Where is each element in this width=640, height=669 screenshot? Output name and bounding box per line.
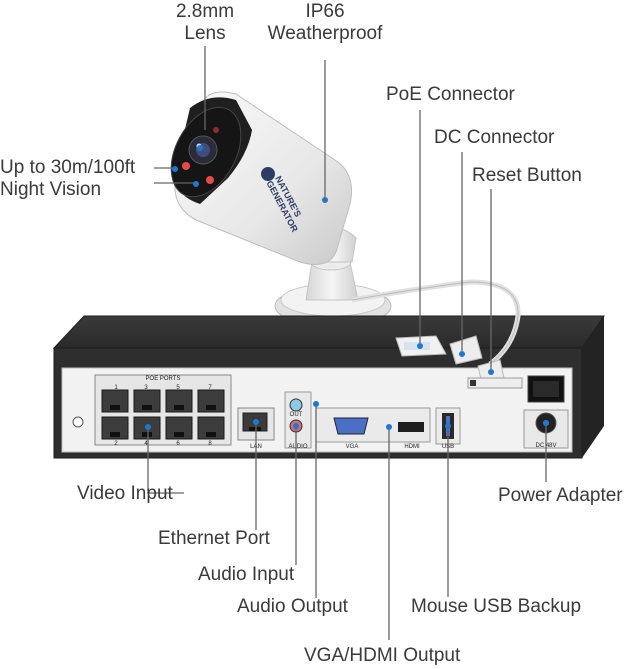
callout-mouse-usb-backup: Mouse USB Backup [411, 596, 582, 617]
nvr-recorder: POE PORTS 1 3 5 7 2 4 6 8 LAN OUT AUDIO [52, 315, 605, 459]
audio-out-label: OUT [290, 412, 303, 418]
callout-audio-output: Audio Output [237, 596, 348, 617]
callout-dc-connector: DC Connector [434, 127, 555, 148]
leader-lines [147, 46, 547, 640]
callout-poe-connector: PoE Connector [386, 84, 515, 105]
callout-ethernet-port: Ethernet Port [158, 528, 270, 549]
callout-weatherproof: IP66 Weatherproof [255, 1, 395, 45]
dc-connector-plug [449, 335, 483, 365]
poe-port-key [206, 432, 216, 437]
callout-video-input: Video Input [77, 483, 173, 504]
port-number-6: 6 [176, 441, 180, 447]
poe-port-key [110, 432, 120, 437]
camera-body: NATURE'S GENERATOR [170, 91, 352, 265]
callout-lens-line2: Lens [184, 23, 226, 44]
callout-weatherproof-line1: IP66 [305, 1, 345, 22]
port-number-4: 4 [144, 441, 148, 447]
poe-port-key [206, 405, 216, 410]
poe-port-6 [165, 416, 193, 440]
poe-port-key [142, 432, 152, 437]
vga-label: VGA [346, 444, 359, 450]
audio-out-jack [289, 398, 303, 412]
poe-port-2 [101, 416, 129, 440]
audio-label: AUDIO [288, 444, 307, 450]
poe-port-7 [197, 389, 225, 413]
callout-power-adapter: Power Adapter [498, 485, 623, 506]
callout-lens-line1: 2.8mm [175, 1, 235, 22]
callout-night-vision-line1: Up to 30m/100ft [0, 157, 136, 178]
ground-icon [72, 416, 84, 428]
callout-night-vision: Up to 30m/100ft Night Vision [0, 157, 135, 201]
callout-reset-button: Reset Button [472, 165, 582, 186]
vga-port [333, 417, 369, 435]
poe-ports-label: POE PORTS [146, 376, 181, 382]
poe-port-key [142, 405, 152, 410]
poe-port-key [174, 405, 184, 410]
callout-audio-input: Audio Input [198, 564, 295, 585]
port-number-5: 5 [176, 385, 180, 391]
callout-weatherproof-line2: Weatherproof [267, 23, 383, 44]
port-number-7: 7 [208, 385, 212, 391]
hdmi-port [398, 422, 424, 432]
callout-night-vision-line2: Night Vision [0, 179, 102, 200]
poe-port-5 [165, 389, 193, 413]
poe-port-1 [101, 389, 129, 413]
poe-port-key [110, 405, 120, 410]
hdmi-label: HDMI [404, 444, 420, 450]
port-number-1: 1 [114, 385, 118, 391]
port-number-3: 3 [144, 385, 148, 391]
poe-port-8 [197, 416, 225, 440]
callout-lens: 2.8mm Lens [150, 1, 260, 45]
port-number-8: 8 [208, 441, 212, 447]
brand-logo-icon [261, 167, 275, 181]
poe-port-key [174, 432, 184, 437]
port-number-2: 2 [114, 441, 118, 447]
poe-port-3 [133, 389, 161, 413]
callout-vga-hdmi-output: VGA/HDMI Output [304, 645, 461, 666]
